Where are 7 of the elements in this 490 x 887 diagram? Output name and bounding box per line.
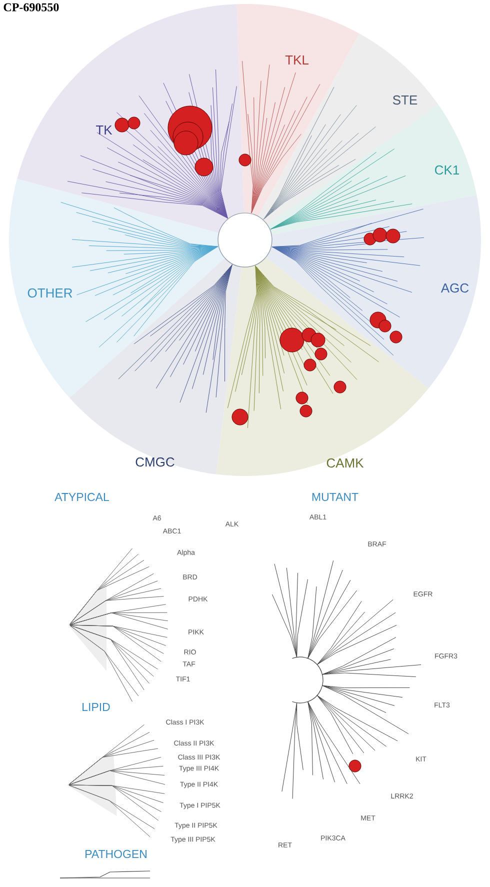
sector: CK1 bbox=[245, 104, 477, 240]
sector: OTHER bbox=[9, 178, 245, 398]
group-heading: ATYPICAL bbox=[54, 492, 109, 502]
group-heading: LIPID bbox=[82, 703, 110, 711]
group-heading: MUTANT bbox=[312, 493, 358, 502]
sector: TKL bbox=[236, 4, 360, 240]
group-heading: PATHOGEN bbox=[86, 850, 146, 858]
